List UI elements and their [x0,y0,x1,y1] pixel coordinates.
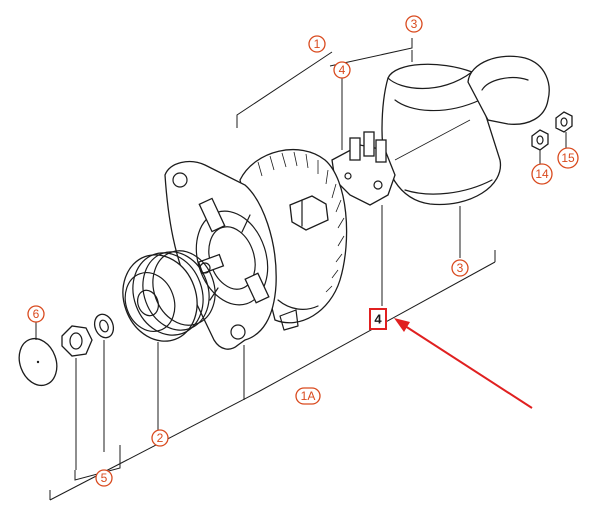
callout-5-text: 5 [101,471,108,485]
callout-4-highlighted: 4 [369,308,387,330]
callout-4-top: 4 [333,61,351,79]
callout-3-bottom: 3 [451,259,469,277]
washer-icon [93,313,115,452]
callouts: 1 3 4 14 15 3 4 6 [27,15,579,487]
belt-pulley-icon [122,250,216,430]
callout-3-top: 3 [405,15,423,33]
callout-2: 2 [151,429,169,447]
callout-1A: 1A [295,387,321,405]
red-arrow-icon [394,318,533,409]
callout-15: 15 [557,147,579,169]
callout-1-text: 1 [314,37,321,51]
callout-5: 5 [95,469,113,487]
callout-14-text: 14 [535,167,549,181]
callout-6-text: 6 [33,307,40,321]
callout-4-top-text: 4 [339,63,346,77]
alternator-end-cap-icon [381,55,550,206]
callout-3-top-text: 3 [411,17,418,31]
voltage-regulator-icon [331,78,396,306]
small-nut-15-icon [555,111,573,148]
callout-3-bottom-text: 3 [457,261,464,275]
callout-1A-text: 1A [301,389,316,403]
callout-14: 14 [531,163,553,185]
callout-2-text: 2 [157,431,164,445]
callout-1: 1 [308,35,326,53]
callout-4-highlighted-text: 4 [374,312,382,327]
hex-nut-icon [61,325,93,470]
callout-6: 6 [27,305,45,323]
alternator-housing-icon [164,148,348,400]
callout-15-text: 15 [561,151,575,165]
dust-cover-icon [18,322,58,387]
cooling-fins [257,151,345,293]
small-nut-14-icon [531,129,549,164]
